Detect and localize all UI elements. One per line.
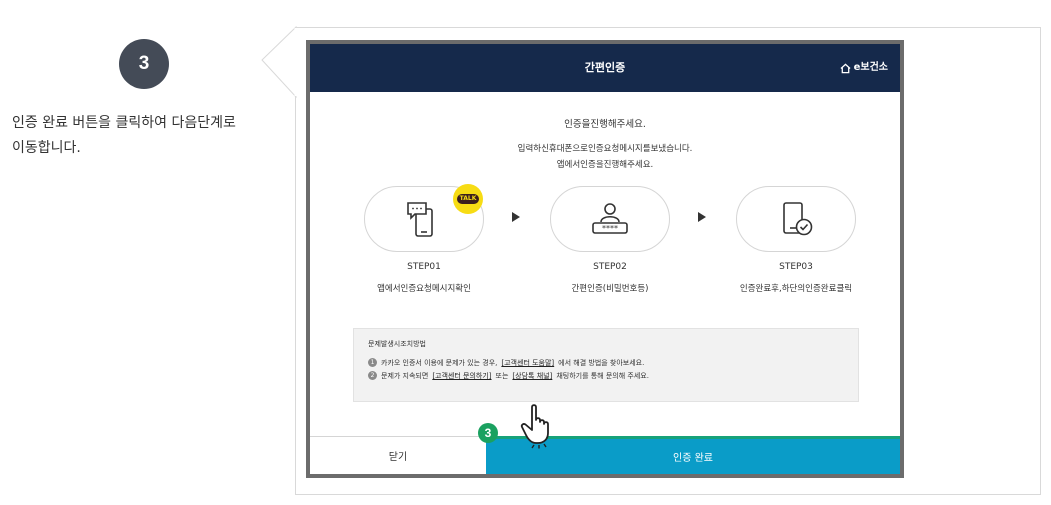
troubleshooting-title: 문제발생시조치방법 <box>368 340 426 348</box>
step-1-label: STEP01 <box>407 262 441 272</box>
arrow-right-icon <box>698 212 706 222</box>
help-number-1: 1 <box>368 358 377 367</box>
modal-title: 간편인증 <box>584 61 626 74</box>
help-text-2a: 문제가 지속되면 <box>381 371 429 380</box>
step-1-pill <box>364 186 484 252</box>
step-3-label: STEP03 <box>779 262 813 272</box>
help-center-link[interactable]: [고객센터 도움말] <box>501 358 555 367</box>
guide-line-2: 이동합니다. <box>12 140 81 156</box>
intro-line-2: 앱에서인증을진행해주세요. <box>556 160 654 170</box>
help-text-1a: 카카오 인증서 이용에 문제가 있는 경우, <box>381 358 498 367</box>
step-3-pill <box>736 186 856 252</box>
intro-line-1: 입력하신휴대폰으로인증요청메시지를보냈습니다. <box>517 144 693 154</box>
guide-line-1: 인증 완료 버튼을 클릭하여 다음단계로 <box>12 115 236 131</box>
contact-center-link[interactable]: [고객센터 문의하기] <box>432 371 492 380</box>
help-item-2: 2 문제가 지속되면 [고객센터 문의하기] 또는 [상담톡 채널] 채팅하기를… <box>368 369 844 382</box>
intro-heading: 인증을진행해주세요. <box>564 119 646 130</box>
troubleshooting-box: 문제발생시조치방법 1 카카오 인증서 이용에 문제가 있는 경우, [고객센터… <box>353 328 859 402</box>
step-3-desc: 인증완료후,하단의인증완료클릭 <box>739 284 853 294</box>
close-button[interactable]: 닫기 <box>310 436 486 474</box>
guide-description: 인증 완료 버튼을 클릭하여 다음단계로 이동합니다. <box>12 111 282 161</box>
kakao-talk-icon: TALK <box>453 184 483 214</box>
talk-badge-label: TALK <box>456 194 480 204</box>
step-2-desc: 간편인증(비밀번호등) <box>571 284 649 294</box>
password-user-icon: **** <box>592 203 628 234</box>
panel-pointer <box>261 25 298 99</box>
auth-complete-button[interactable]: 인증 완료 <box>486 436 900 474</box>
help-item-1: 1 카카오 인증서 이용에 문제가 있는 경우, [고객센터 도움말] 에서 해… <box>368 356 844 369</box>
step-marker-badge: 3 <box>478 423 498 443</box>
hand-pointer-icon <box>520 404 549 449</box>
house-icon <box>840 63 851 73</box>
svg-text:****: **** <box>602 224 618 233</box>
brand-name: e보건소 <box>853 62 888 73</box>
step-1-desc: 앱에서인증요청메시지확인 <box>377 284 471 294</box>
help-number-2: 2 <box>368 371 377 380</box>
phone-chat-icon <box>407 202 433 237</box>
modal-header: 간편인증 e보건소 <box>310 44 900 92</box>
phone-check-icon <box>783 202 813 236</box>
help-text-2b: 채팅하기를 통해 문의해 주세요. <box>556 371 649 380</box>
chat-channel-link[interactable]: [상담톡 채널] <box>512 371 553 380</box>
brand-logo: e보건소 <box>840 44 888 92</box>
simple-auth-modal: 간편인증 e보건소 인증을진행해주세요. 입력하신휴대폰으로인증요청메시지를보냈… <box>306 40 904 478</box>
step-2-label: STEP02 <box>593 262 627 272</box>
help-text-2mid: 또는 <box>495 371 509 380</box>
help-text-1b: 에서 해결 방법을 찾아보세요. <box>558 358 645 367</box>
modal-footer: 닫기 인증 완료 <box>310 436 900 474</box>
step-2-pill: **** <box>550 186 670 252</box>
arrow-right-icon <box>512 212 520 222</box>
step-number-badge: 3 <box>119 39 169 89</box>
